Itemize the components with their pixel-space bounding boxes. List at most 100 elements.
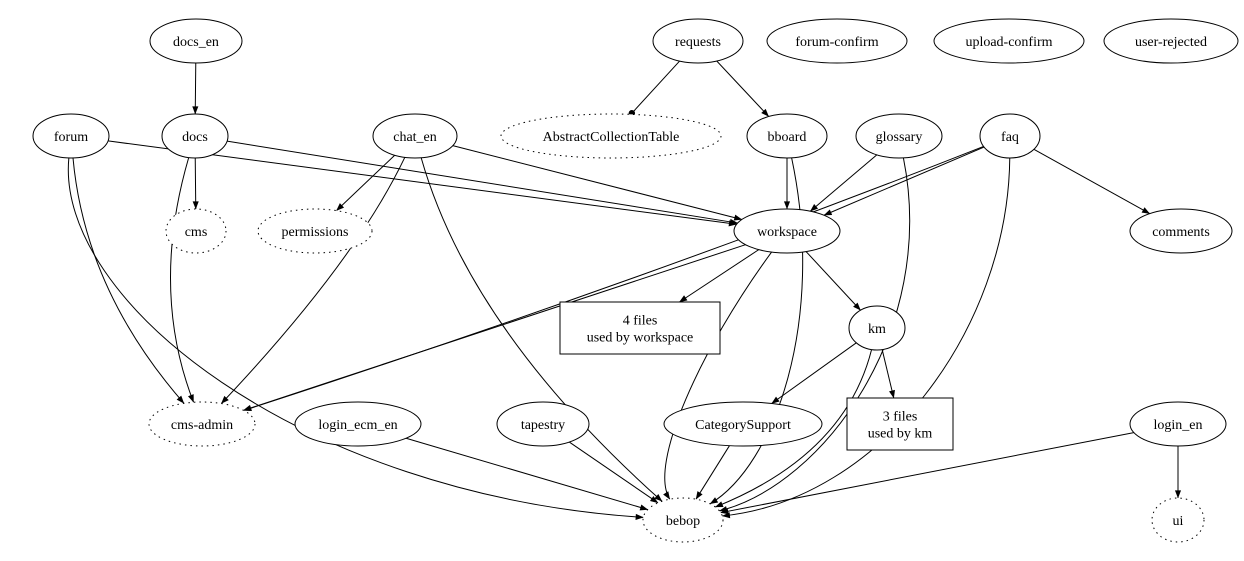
node-upload-confirm: upload-confirm (933, 18, 1085, 64)
node-docs-en: docs_en (149, 18, 243, 64)
node-abstractcollectiontable: AbstractCollectionTable (500, 113, 722, 159)
edge-login-en-to-bebop (720, 432, 1134, 515)
node-label: km (868, 322, 886, 337)
node-faq: faq (979, 113, 1041, 159)
node-outline (979, 113, 1041, 159)
edge-forum-to-cms-admin (72, 157, 185, 404)
node-outline (294, 401, 422, 447)
node-forum: forum (32, 113, 110, 159)
node-label: 4 files (623, 314, 658, 329)
node-chat-en: chat_en (372, 113, 458, 159)
node-outline (1129, 208, 1233, 254)
node-files-km: 3 files used by km (846, 397, 954, 451)
node-label: used by workspace (587, 331, 694, 346)
node-label: docs (182, 130, 208, 145)
node-label: user-rejected (1135, 35, 1207, 50)
node-comments: comments (1129, 208, 1233, 254)
node-outline (496, 401, 590, 447)
node-label: AbstractCollectionTable (543, 130, 680, 145)
node-label: login_en (1154, 418, 1203, 433)
node-label: docs_en (173, 35, 219, 50)
node-bebop: bebop (642, 497, 724, 543)
node-bboard: bboard (746, 113, 828, 159)
edge-km-to-bebop (714, 349, 873, 508)
node-label: bboard (768, 130, 807, 145)
edge-workspace-to-bebop (663, 251, 773, 500)
node-files-workspace: 4 files used by workspace (559, 301, 721, 355)
edge-docs-to-workspace (227, 140, 738, 225)
node-label: CategorySupport (695, 418, 791, 433)
edge-categorysupport-to-bebop (695, 445, 730, 500)
edge-chat-en-to-bebop (420, 157, 663, 502)
node-label: login_ecm_en (318, 418, 397, 433)
edge-workspace-to-km (805, 251, 861, 311)
node-outline (848, 305, 906, 351)
edge-docs-en-to-docs (192, 62, 199, 115)
node-label: 3 files (883, 410, 918, 425)
node-outline (652, 18, 744, 64)
edge-workspace-to-files-workspace (679, 249, 760, 303)
edge-tapestry-to-bebop (569, 441, 659, 504)
node-label: tapestry (521, 418, 565, 433)
node-outline (733, 208, 841, 254)
node-label: ui (1173, 514, 1184, 529)
node-outline (663, 401, 823, 447)
node-outline (846, 397, 954, 451)
node-outline (500, 113, 722, 159)
node-glossary: glossary (855, 113, 943, 159)
node-user-rejected: user-rejected (1103, 18, 1239, 64)
edge-faq-to-bebop (721, 157, 1011, 519)
node-label: permissions (282, 225, 349, 240)
node-label: forum-confirm (795, 35, 878, 50)
edge-docs-to-cms (192, 157, 199, 210)
edge-glossary-to-bebop (719, 157, 911, 512)
edge-requests-to-bboard (716, 60, 770, 117)
node-outline (372, 113, 458, 159)
edge-forum-to-bebop (67, 157, 644, 520)
node-login-en: login_en (1129, 401, 1227, 447)
node-label: comments (1152, 225, 1210, 240)
edge-chat-en-to-workspace (452, 145, 743, 221)
node-outline (642, 497, 724, 543)
node-outline (559, 301, 721, 355)
edge-glossary-to-workspace (809, 154, 878, 212)
node-permissions: permissions (257, 208, 373, 254)
node-cms: cms (165, 208, 227, 254)
node-outline (855, 113, 943, 159)
node-label: cms (185, 225, 208, 240)
node-label: upload-confirm (965, 35, 1052, 50)
node-outline (32, 113, 110, 159)
node-login-ecm-en: login_ecm_en (294, 401, 422, 447)
edge-layer (67, 60, 1182, 520)
node-docs: docs (161, 113, 229, 159)
node-outline (257, 208, 373, 254)
node-label: cms-admin (171, 418, 233, 433)
edge-faq-to-cms-admin (243, 145, 984, 412)
node-label: bebop (666, 514, 700, 529)
node-outline (746, 113, 828, 159)
node-outline (933, 18, 1085, 64)
node-requests: requests (652, 18, 744, 64)
node-outline (766, 18, 908, 64)
node-label: glossary (876, 130, 923, 145)
node-label: used by km (868, 427, 933, 442)
node-cms-admin: cms-admin (148, 401, 256, 447)
node-outline (1129, 401, 1227, 447)
edge-km-to-files-km (881, 349, 895, 399)
edge-docs-to-cms-admin (170, 157, 195, 403)
node-label: faq (1001, 130, 1019, 145)
node-outline (148, 401, 256, 447)
node-outline (161, 113, 229, 159)
edge-workspace-to-cms-admin (243, 244, 746, 411)
node-outline (1103, 18, 1239, 64)
node-outline (165, 208, 227, 254)
node-label: requests (675, 35, 721, 50)
edge-chat-en-to-permissions (336, 154, 396, 211)
node-label: forum (54, 130, 88, 145)
node-forum-confirm: forum-confirm (766, 18, 908, 64)
edge-login-ecm-en-to-bebop (405, 437, 649, 511)
node-tapestry: tapestry (496, 401, 590, 447)
node-layer: docs_en requests forum-confirm upload-confi… (32, 18, 1239, 543)
